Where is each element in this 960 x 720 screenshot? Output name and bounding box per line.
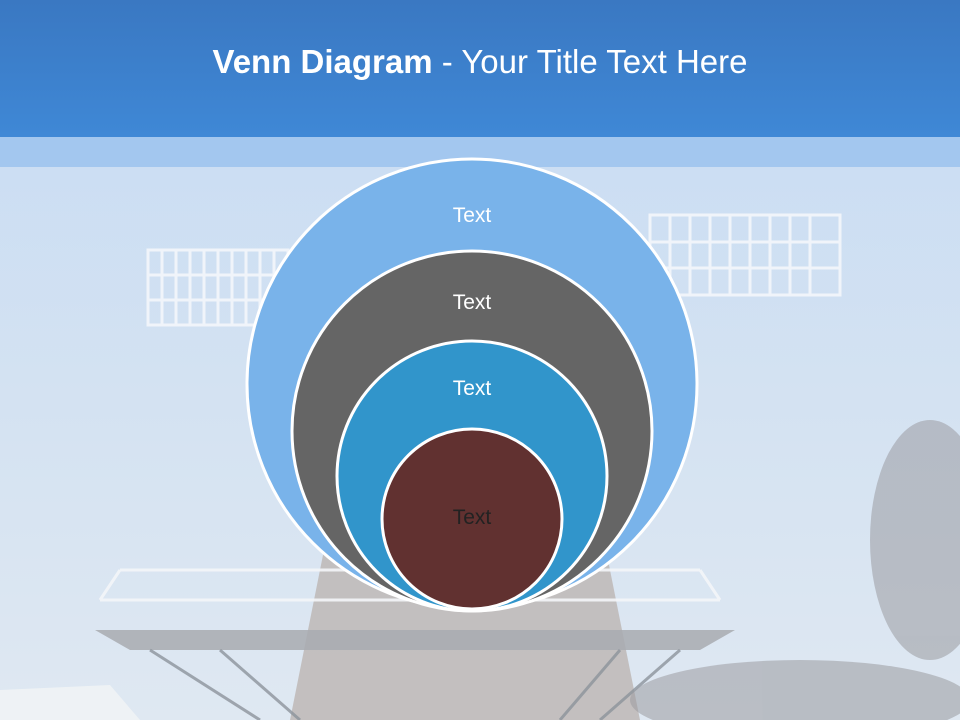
venn-label-outer: Text bbox=[452, 204, 492, 227]
venn-circle-inner bbox=[380, 427, 564, 611]
slide-title: Venn Diagram - Your Title Text Here bbox=[0, 40, 960, 84]
venn-label-second: Text bbox=[452, 291, 492, 314]
title-rest-part: - Your Title Text Here bbox=[432, 43, 748, 80]
venn-label-inner: Text bbox=[452, 506, 492, 529]
venn-label-third: Text bbox=[452, 377, 492, 400]
title-bar bbox=[0, 0, 960, 137]
title-bold-part: Venn Diagram bbox=[212, 43, 433, 80]
